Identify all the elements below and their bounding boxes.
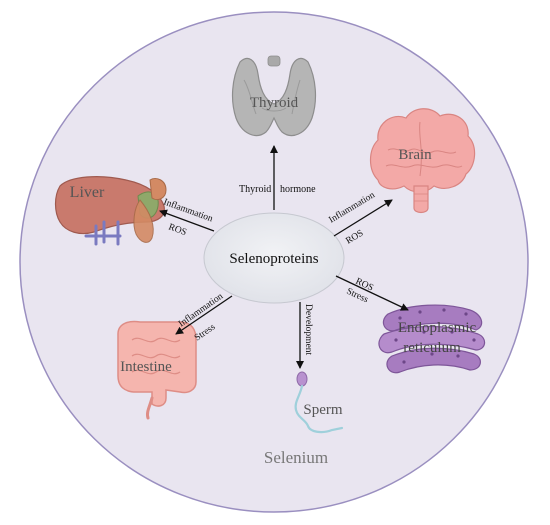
organ-label-intestine: Intestine — [120, 359, 172, 375]
organ-label-thyroid: Thyroid — [250, 95, 299, 111]
thyroid-icon — [231, 55, 317, 137]
selenoproteins-hub — [203, 212, 345, 304]
edge-label-thyroid-left: Thyroid — [239, 184, 271, 195]
sperm-icon — [294, 371, 344, 434]
organ-label-brain: Brain — [398, 147, 432, 163]
liver-icon — [54, 176, 167, 246]
endoplasmic-reticulum-icon — [378, 304, 486, 374]
edge-label-sperm: Development — [303, 304, 313, 356]
brain-icon — [369, 108, 476, 214]
organ-label-liver: Liver — [70, 184, 105, 201]
intestine-icon — [117, 320, 197, 420]
arrow-intestine — [175, 295, 233, 335]
arrow-brain — [333, 199, 393, 237]
selenium-label: Selenium — [264, 448, 328, 467]
hub-label: Selenoproteins — [229, 251, 318, 267]
edge-label-thyroid-right: hormone — [280, 184, 316, 195]
arrow-er — [335, 275, 409, 311]
organ-label-er-line2: reticulum — [403, 340, 461, 356]
arrow-liver — [159, 209, 215, 232]
organ-label-er-line1: Endoplasmic — [398, 320, 477, 336]
organ-label-sperm: Sperm — [303, 402, 342, 418]
